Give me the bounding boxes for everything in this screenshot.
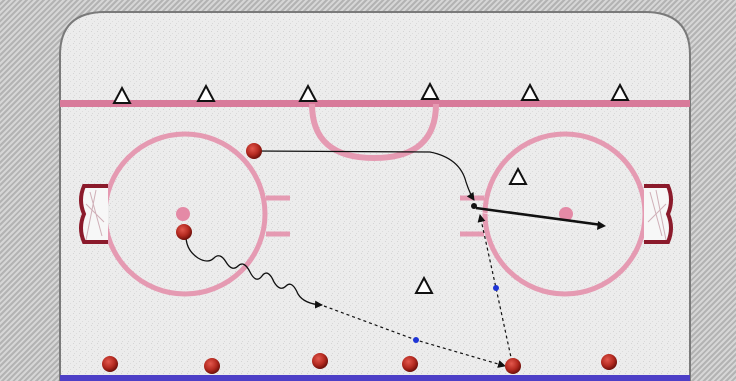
player-marker [402, 356, 418, 372]
cone-icon [414, 275, 434, 294]
player-marker [601, 354, 617, 370]
cone-icon [298, 83, 318, 102]
cone-icon [610, 82, 630, 101]
skate-route [255, 150, 475, 201]
pass-dot [493, 285, 499, 291]
left-faceoff-dot [176, 207, 190, 221]
red-line [60, 100, 690, 107]
blue-line [60, 375, 690, 381]
shot-route [475, 206, 606, 230]
cone-icon [508, 166, 528, 185]
cone-icon [112, 85, 132, 104]
player-marker [204, 358, 220, 374]
right-faceoff-dot [559, 207, 573, 221]
right-net [644, 184, 673, 244]
shooter-marker [471, 203, 477, 209]
pass-dot [413, 337, 419, 343]
player-marker [176, 224, 192, 240]
cone-icon [420, 81, 440, 100]
center-arc [309, 103, 439, 162]
cone-icon [196, 83, 216, 102]
player-marker [102, 356, 118, 372]
cone-icon [520, 82, 540, 101]
skate-with-puck-route [185, 235, 323, 309]
pass-route-2 [477, 214, 513, 363]
player-marker [505, 358, 521, 374]
rink-surface [59, 11, 691, 381]
player-marker [312, 353, 328, 369]
left-net [79, 184, 108, 244]
player-marker [246, 143, 262, 159]
